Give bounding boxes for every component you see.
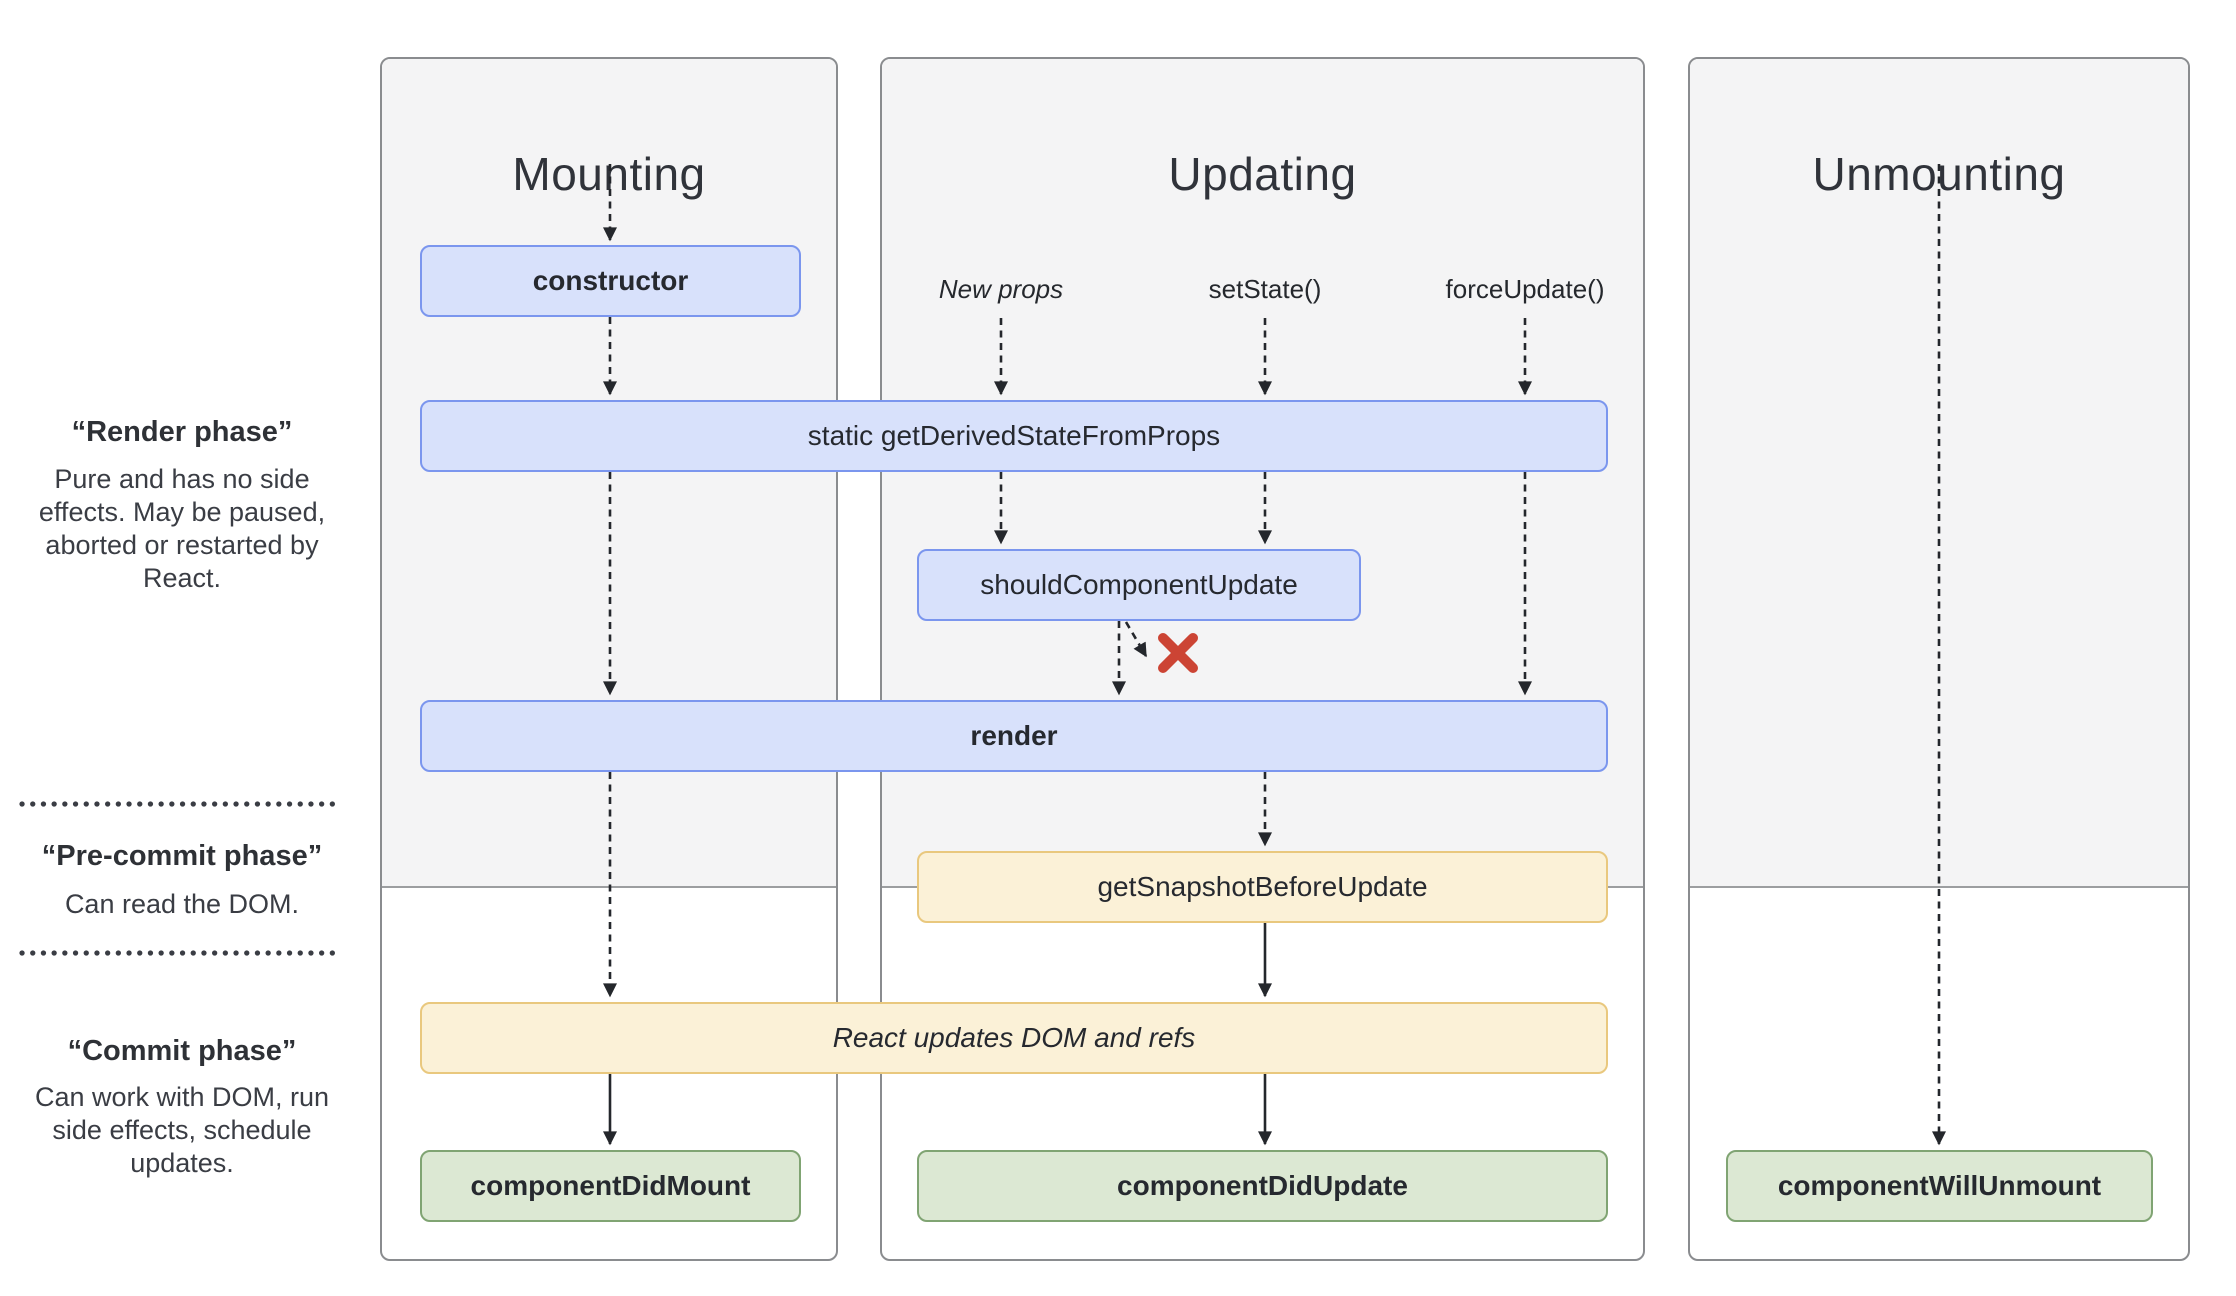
column-title-updating: Updating xyxy=(1168,148,1357,200)
constructor-box[interactable]: constructor xyxy=(420,245,801,317)
precommit-phase-description: Can read the DOM. xyxy=(64,889,300,919)
precommit-phase-title: “Pre-commit phase” xyxy=(41,840,323,872)
commit-phase-title: “Commit phase” xyxy=(67,1035,297,1067)
render-box[interactable]: render xyxy=(420,700,1608,772)
commit-phase-description: Can work with DOM, run side effects, sch… xyxy=(34,1082,330,1178)
react-updates-dom-box: React updates DOM and refs xyxy=(420,1002,1608,1074)
column-title-unmounting: Unmounting xyxy=(1812,148,2066,200)
componentwillunmount-box[interactable]: componentWillUnmount xyxy=(1726,1150,2153,1222)
render-phase-title: “Render phase” xyxy=(71,416,293,448)
getsnapshotbeforeupdate-box[interactable]: getSnapshotBeforeUpdate xyxy=(917,851,1608,923)
componentdidmount-box[interactable]: componentDidMount xyxy=(420,1150,801,1222)
getderivedstatefromprops-box[interactable]: static getDerivedStateFromProps xyxy=(420,400,1608,472)
column-title-mounting: Mounting xyxy=(512,148,706,200)
column-updating: Updating xyxy=(880,57,1645,1261)
trigger-label-setstate: setState() xyxy=(1208,274,1322,304)
trigger-label-forceupdate: forceUpdate() xyxy=(1445,274,1605,304)
componentdidupdate-box[interactable]: componentDidUpdate xyxy=(917,1150,1608,1222)
shouldcomponentupdate-box[interactable]: shouldComponentUpdate xyxy=(917,549,1361,621)
trigger-label-new-props: New props xyxy=(938,274,1064,304)
column-unmounting: Unmounting xyxy=(1688,57,2190,1261)
render-phase-description: Pure and has no side effects. May be pau… xyxy=(38,464,326,593)
column-mounting: Mounting xyxy=(380,57,838,1261)
